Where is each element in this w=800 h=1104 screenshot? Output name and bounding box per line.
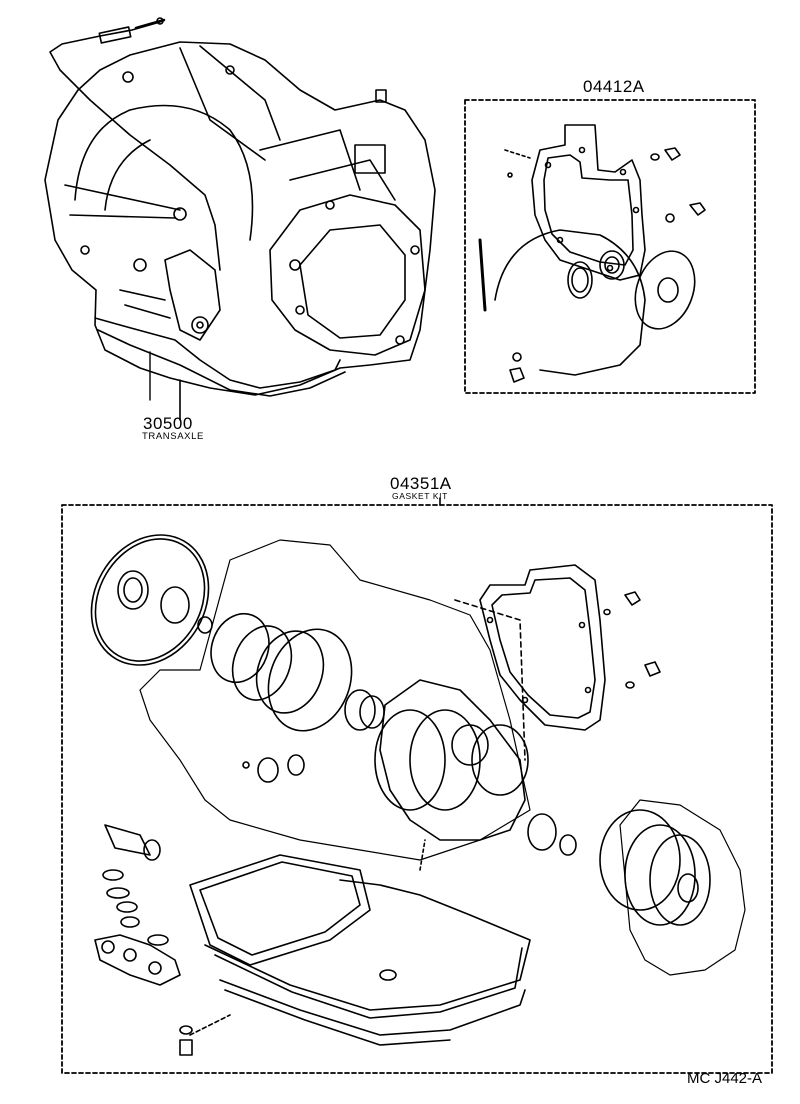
gasket-kit-code: 04351A (390, 474, 452, 493)
transaxle-code: 30500 (143, 414, 193, 433)
transaxle-illustration (44, 17, 436, 401)
gasket-kit-name: GASKET KIT (392, 491, 448, 501)
gasket-kit-illustration (61, 504, 773, 1074)
seal-kit-illustration (464, 99, 756, 394)
seal-kit-code: 04412A (583, 77, 645, 96)
transaxle-name: TRANSAXLE (142, 431, 204, 442)
drawing-number: MC J442-A (687, 1070, 763, 1087)
